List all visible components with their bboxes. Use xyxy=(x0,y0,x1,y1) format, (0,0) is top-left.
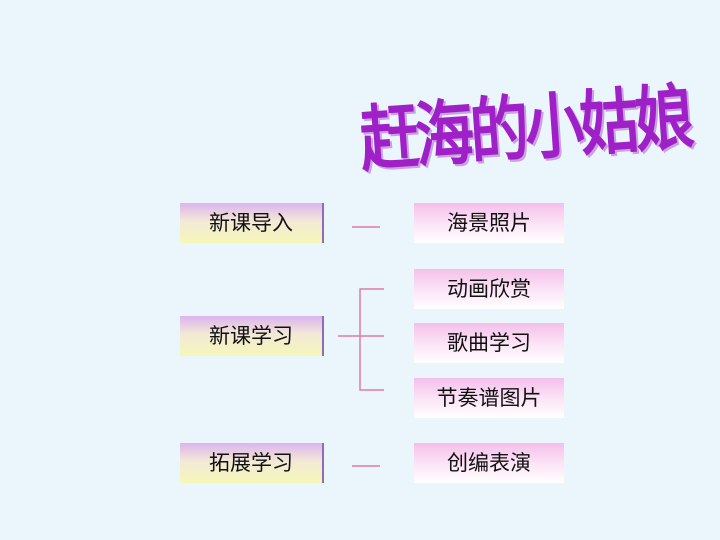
item-box-animation[interactable]: 动画欣赏 xyxy=(414,269,564,309)
item-box-rhythm-chart[interactable]: 节奏谱图片 xyxy=(414,378,564,418)
bracket-line xyxy=(359,288,384,391)
section-box-intro[interactable]: 新课导入 xyxy=(180,203,324,243)
section-box-learning[interactable]: 新课学习 xyxy=(180,316,324,356)
item-box-song[interactable]: 歌曲学习 xyxy=(414,323,564,363)
item-box-performance[interactable]: 创编表演 xyxy=(414,443,564,483)
item-box-seascape-photos[interactable]: 海景照片 xyxy=(414,203,564,243)
section-box-extension[interactable]: 拓展学习 xyxy=(180,443,324,483)
